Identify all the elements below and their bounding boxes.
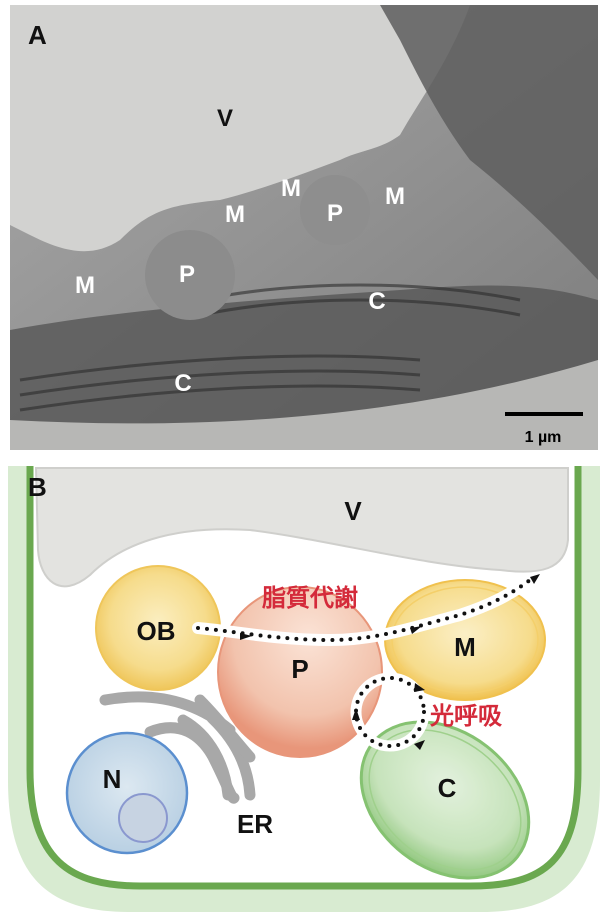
label-peroxisome: P <box>179 261 195 288</box>
label-vacuole: V <box>344 496 362 526</box>
arrow-head-icon <box>414 683 425 692</box>
vacuole <box>34 467 569 588</box>
label-peroxisome: P <box>291 654 308 684</box>
panel-a-label: A <box>28 20 47 50</box>
label-nucleus: N <box>103 764 122 794</box>
arrow-head-icon <box>414 740 425 750</box>
scale-bar-label: 1 µm <box>525 429 562 446</box>
label-mitochondrion: M <box>225 201 245 228</box>
label-peroxisome: P <box>327 200 343 227</box>
lipid-pathway-arrow <box>196 578 532 643</box>
label-chloroplast: C <box>368 288 385 315</box>
label-photorespiration: 光呼吸 <box>429 702 502 730</box>
diagram-panel-b: B V ER N OB P M C 脂質代謝 <box>8 466 600 912</box>
label-mitochondrion: M <box>385 183 405 210</box>
micrograph-panel-a: A V M M P M M P C C 1 µm <box>10 5 598 450</box>
chloroplast-region <box>380 5 598 280</box>
label-chloroplast: C <box>174 370 191 397</box>
label-mitochondrion: M <box>281 175 301 202</box>
peroxisome-region <box>300 175 370 245</box>
vacuole-region <box>10 5 470 252</box>
arrow-head-icon <box>240 633 252 640</box>
label-oil-body: OB <box>137 616 176 646</box>
label-lipid-metabolism: 脂質代謝 <box>262 584 358 612</box>
panel-b-label: B <box>28 472 47 502</box>
peroxisome-region <box>145 230 235 320</box>
label-mitochondrion: M <box>75 272 95 299</box>
arrow-head-icon <box>530 574 540 584</box>
label-er: ER <box>237 809 273 839</box>
arrow-head-icon <box>410 626 422 634</box>
nucleolus <box>118 793 168 843</box>
arrow-head-icon <box>352 708 360 720</box>
cell-wall-region <box>10 360 598 450</box>
label-mitochondrion: M <box>454 632 476 662</box>
label-chloroplast: C <box>438 773 457 803</box>
scale-bar <box>505 412 583 416</box>
endoplasmic-reticulum <box>99 691 256 804</box>
label-vacuole: V <box>217 105 233 132</box>
